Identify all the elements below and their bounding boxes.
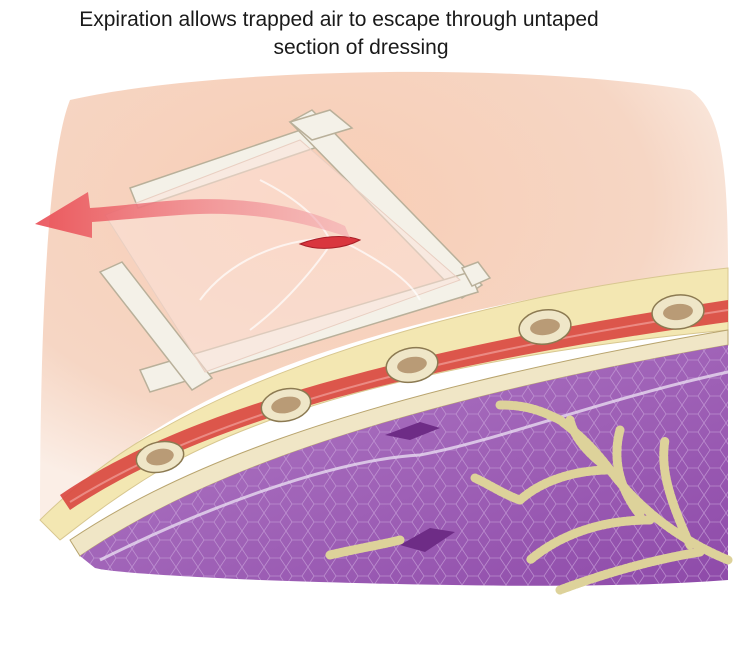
- tape-strip-left: [98, 261, 214, 391]
- rib: [651, 294, 705, 330]
- ribs: [135, 294, 705, 474]
- figure-caption: Expiration allows trapped air to escape …: [0, 6, 742, 62]
- bronchial-tree: [325, 400, 733, 595]
- caption-line-1: Expiration allows trapped air to escape …: [79, 8, 599, 31]
- occlusive-dressing: [104, 139, 461, 373]
- rib: [135, 440, 185, 474]
- exhale-arrow-icon: [35, 192, 350, 238]
- rib: [518, 309, 572, 345]
- rib: [260, 387, 312, 423]
- chest-wound: [298, 236, 362, 249]
- lung-tear: [385, 422, 440, 440]
- rib: [385, 346, 439, 384]
- lung-tear: [400, 528, 455, 552]
- caption-line-2: section of dressing: [273, 36, 449, 59]
